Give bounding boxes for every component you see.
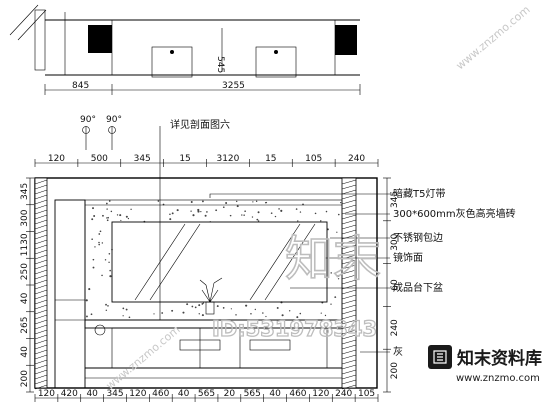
dim-label: 40: [20, 346, 30, 358]
watermark-site: www.znzmo.com: [454, 3, 533, 72]
dim-label: 500: [91, 154, 108, 164]
plan-diagonal-line: [17, 9, 47, 41]
plan-diagonal-line: [9, 4, 39, 36]
watermark: 知末 ID:531978343 www.znzmo.com www.znzmo.…: [104, 3, 533, 392]
dim-label: 120: [129, 389, 146, 399]
dim-label: 265: [20, 317, 30, 334]
annotation-grey: 灰: [393, 345, 403, 358]
dim-label: 345: [20, 183, 30, 200]
dim-label: 345: [390, 191, 400, 208]
annotation-basin: 成品台下盆: [393, 281, 443, 294]
plan-view: 545 845 3255: [9, 4, 361, 95]
dim-label: 420: [61, 389, 78, 399]
dim-label: 240: [348, 154, 365, 164]
dim-label: 1130: [20, 233, 30, 256]
logo: 知末资料库 www.znzmo.com: [428, 345, 542, 384]
plan-dim-label: 845: [72, 81, 89, 91]
elevation-view: [34, 177, 378, 390]
dim-label: 60: [390, 279, 400, 291]
watermark-id: ID:531978343: [212, 317, 377, 341]
plan-faucet: [170, 50, 174, 54]
dim-label: 200: [390, 362, 400, 379]
plan-dim-side: 545: [215, 56, 225, 73]
dim-label: 105: [358, 389, 375, 399]
elevation-dims-left: 345 300 1130 250 40 265 40 200: [20, 177, 34, 393]
dim-label: 565: [244, 389, 261, 399]
watermark-brand: 知末: [285, 231, 381, 287]
dim-label: 15: [179, 154, 190, 164]
dim-label: 345: [106, 389, 123, 399]
tall-cabinet: [54, 199, 86, 389]
elevation-dims-right: 345 300 60 240 200: [383, 177, 400, 393]
section-callout: 详见剖面图六: [170, 118, 230, 131]
annotation-steel-edge: 不锈钢包边: [393, 231, 443, 244]
section-marker-circle: [108, 126, 116, 134]
annotation-light-strip: 暗藏T5灯带: [393, 187, 445, 200]
plan-basin: [255, 46, 297, 78]
elevation-dims-top: 120 500 345 15 3120 15 105 240: [34, 154, 379, 167]
dim-label: 40: [178, 389, 190, 399]
dim-label: 120: [312, 389, 329, 399]
angle-label: 90°: [80, 115, 96, 125]
dim-label: 565: [198, 389, 215, 399]
dim-label: 120: [38, 389, 55, 399]
dim-label: 300: [20, 209, 30, 226]
dim-label: 15: [265, 154, 276, 164]
annotation-wall-tile: 300*600mm灰色高亮墙砖: [393, 207, 516, 220]
dim-label: 105: [305, 154, 322, 164]
plan-dim-label: 3255: [222, 81, 245, 91]
dim-label: 20: [224, 389, 236, 399]
mirror: [111, 221, 328, 303]
dim-label: 120: [48, 154, 65, 164]
round-knob: [94, 324, 106, 336]
dim-label: 240: [390, 319, 400, 336]
dim-label: 40: [269, 389, 281, 399]
plan-basin: [151, 46, 193, 78]
angle-label: 90°: [106, 115, 122, 125]
basin-outline: [179, 339, 221, 351]
basin-outline: [249, 339, 291, 351]
logo-name: 知末资料库: [456, 348, 542, 369]
annotation-leaders: 暗藏T5灯带 300*600mm灰色高亮墙砖 不锈钢包边 镜饰面 成品台下盆 灰: [209, 187, 516, 358]
dim-label: 460: [289, 389, 306, 399]
watermark-site: www.znzmo.com: [104, 323, 183, 392]
elevation-dims-bottom: 120 420 40 345 120 460 40 565 20 565 40 460 120 240 10…: [34, 389, 379, 402]
dim-label: 300: [390, 233, 400, 250]
section-markers: 90° 90° 详见剖面图六: [80, 115, 230, 320]
dim-label: 345: [134, 154, 151, 164]
plan-left-wall: [34, 9, 46, 71]
dim-label: 240: [335, 389, 352, 399]
logo-url: www.znzmo.com: [456, 373, 540, 384]
dim-label: 40: [20, 292, 30, 304]
dim-label: 40: [86, 389, 98, 399]
plant-decoration: [199, 277, 223, 315]
plan-column: [88, 25, 112, 53]
section-marker-circle: [82, 126, 90, 134]
left-wall: [34, 177, 48, 389]
dim-label: 200: [20, 370, 30, 387]
annotation-mirror: 镜饰面: [393, 251, 423, 264]
dim-label: 3120: [216, 154, 239, 164]
dim-label: 250: [20, 263, 30, 280]
plan-faucet: [274, 50, 278, 54]
dim-label: 460: [152, 389, 169, 399]
plan-column: [335, 25, 357, 55]
